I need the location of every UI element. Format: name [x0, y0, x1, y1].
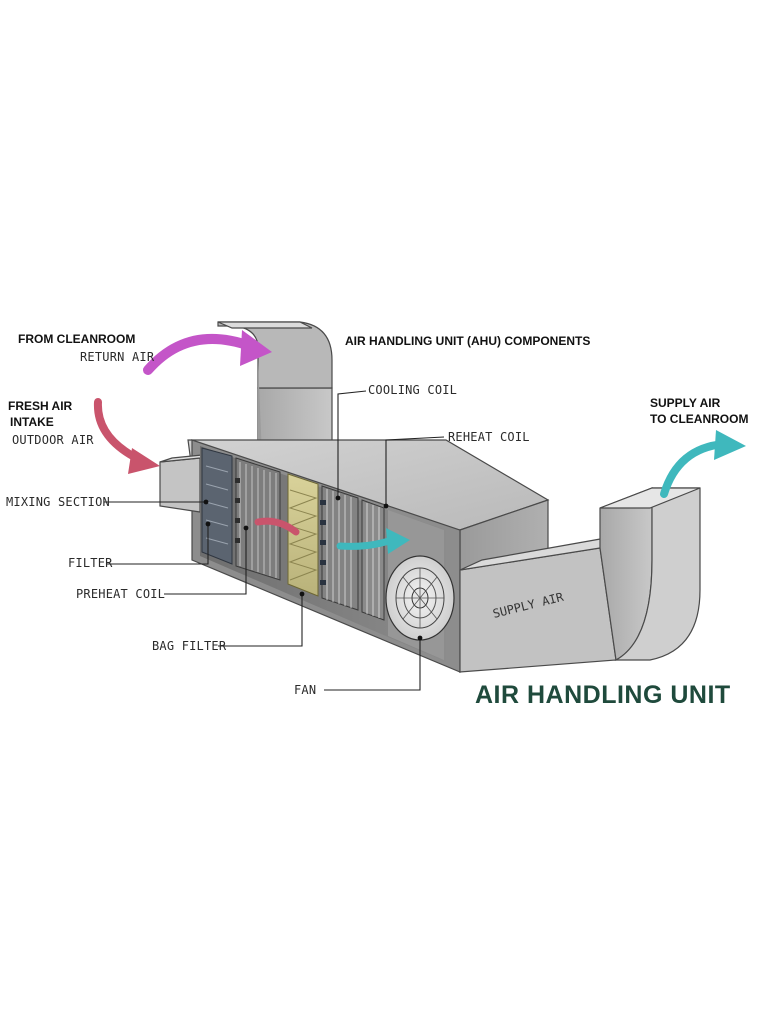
reheat-coil [361, 499, 385, 621]
internal-airflow-arrow [254, 517, 410, 554]
fresh-air-label-line3: OUTDOOR AIR [12, 433, 94, 447]
fresh-air-label-line1: FRESH AIR [8, 399, 73, 413]
return-air-label-line1: FROM CLEANROOM [18, 332, 135, 346]
leader-lines [104, 390, 445, 691]
return-air-label-line2: RETURN AIR [80, 350, 155, 364]
cooling-coil-label: COOLING COIL [368, 383, 457, 397]
fan-label: FAN [294, 683, 316, 697]
supply-air-label-line1: SUPPLY AIR [650, 396, 721, 410]
diagram-title: AIR HANDLING UNIT [475, 681, 731, 709]
preheat-coil-label: PREHEAT COIL [76, 587, 165, 601]
filter-label: FILTER [68, 556, 113, 570]
supply-air-label-line2: TO CLEANROOM [650, 412, 748, 426]
fresh-air-arrow [93, 398, 160, 474]
reheat-coil-label: REHEAT COIL [448, 430, 530, 444]
labels: AIR HANDLING UNIT (AHU) COMPONENTS FROM … [6, 332, 748, 709]
return-air-arrow [143, 330, 272, 375]
bag-filter [287, 473, 319, 597]
supply-air-arrow [660, 430, 746, 498]
supply-air-duct: SUPPLY AIR [459, 487, 701, 673]
mixing-section-label: MIXING SECTION [6, 495, 110, 509]
return-air-duct [217, 321, 333, 457]
ahu-interior [200, 446, 455, 662]
filter-panel [201, 447, 233, 565]
bag-filter-label: BAG FILTER [152, 639, 227, 653]
fan-unit [385, 510, 455, 660]
fresh-air-label-line2: INTAKE [10, 415, 54, 429]
components-header: AIR HANDLING UNIT (AHU) COMPONENTS [345, 334, 590, 348]
